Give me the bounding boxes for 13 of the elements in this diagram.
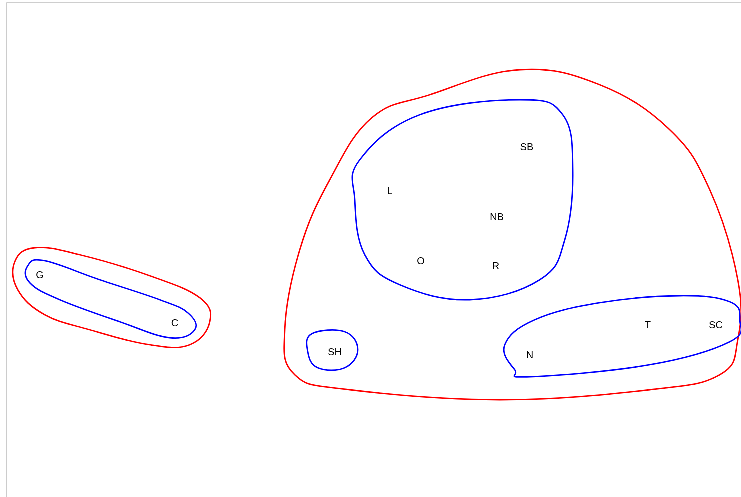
set-label: SB [520, 143, 534, 151]
set-label: G [36, 271, 44, 279]
outer-loop [284, 68, 741, 401]
set-label: N [527, 352, 533, 358]
set-label: SH [328, 348, 342, 356]
set-label: C [172, 319, 178, 327]
set-label: R [493, 262, 500, 270]
set-label: T [645, 322, 651, 328]
outer-loop [12, 246, 212, 348]
set-label: O [418, 257, 424, 265]
set-label: NB [490, 214, 504, 220]
set-label: L [388, 188, 392, 194]
set-label: SC [710, 321, 723, 329]
